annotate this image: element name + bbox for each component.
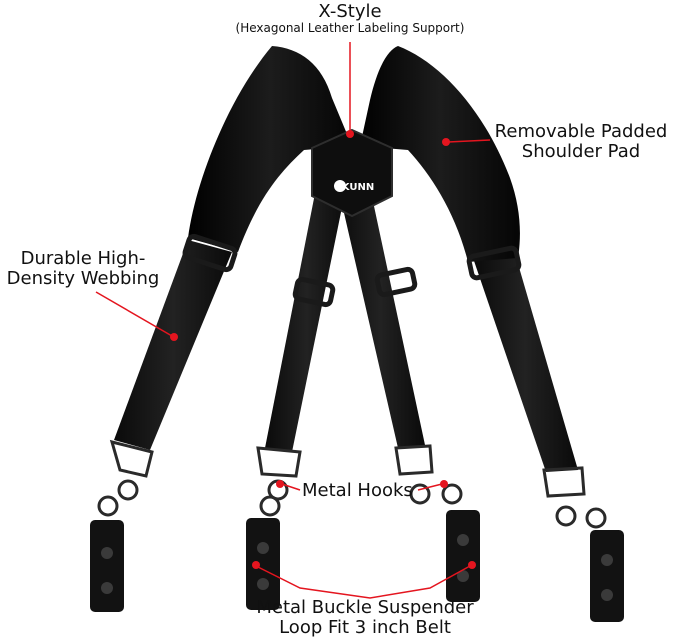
belt-loop-callout: Metal Buckle Suspender Loop Fit 3 inch B… [246,597,484,639]
webbing-line2: Density Webbing [6,268,160,290]
shoulder-pad-line2: Shoulder Pad [521,141,641,163]
slide-adjusters [182,233,522,308]
shoulder-pad-line1: Removable Padded [494,121,668,142]
belt-loop-tabs [90,510,624,622]
belt-loop-line1: Metal Buckle Suspender [256,597,474,618]
callout-leaders [95,42,491,599]
x-style-title: X-Style [318,1,382,22]
right-front-strap [472,250,578,472]
hexagon-leather-patch [311,128,393,218]
webbing-line1: Durable High- [20,248,146,269]
back-straps [265,178,425,452]
belt-loop-line2: Loop Fit 3 inch Belt [279,617,451,639]
left-front-strap [114,240,232,450]
shoulder-pad-callout: Removable Padded Shoulder Pad [486,121,676,163]
metal-hook-clips [97,439,607,529]
metal-hooks-text: Metal Hooks [302,480,413,501]
brand-logo-text: KUNN [342,182,374,193]
webbing-callout: Durable High- Density Webbing [2,248,164,290]
left-shoulder-pad [188,46,352,252]
x-style-subtitle: (Hexagonal Leather Labeling Support) [235,21,465,36]
metal-hooks-callout: Metal Hooks [302,480,413,501]
right-shoulder-pad [360,46,520,262]
brand-logo-mark [334,180,346,192]
x-style-callout: X-Style (Hexagonal Leather Labeling Supp… [190,1,510,36]
